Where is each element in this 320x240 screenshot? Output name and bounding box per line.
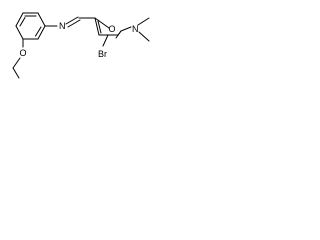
furan-bond xyxy=(94,17,110,29)
benzene-double-bond xyxy=(35,26,42,37)
bromine-label: Br xyxy=(98,49,107,59)
bromine-bond xyxy=(102,34,109,47)
chemical-structure-diagram: N O O Br N xyxy=(12,12,150,79)
structure-canvas: N O O Br N xyxy=(0,0,166,90)
benzene-ring xyxy=(15,12,46,40)
n-methyl-bond xyxy=(137,17,150,26)
imine-double-bond xyxy=(65,16,79,25)
imine-double-bond xyxy=(67,19,81,28)
benzene-bond xyxy=(37,12,46,27)
furan-oxygen-label: O xyxy=(109,24,116,34)
amine-bond xyxy=(120,26,132,32)
furan-double-bond xyxy=(97,20,102,34)
furan-bond xyxy=(94,17,100,36)
ether-oxygen-label: O xyxy=(20,48,27,58)
benzene-bond xyxy=(15,25,24,40)
furan-double-bond xyxy=(115,30,122,39)
furan-ring xyxy=(94,17,122,39)
benzene-bond xyxy=(37,25,46,40)
ethoxy-bond xyxy=(12,67,20,79)
benzene-double-bond xyxy=(19,17,26,27)
ethoxy-bond xyxy=(12,57,21,69)
benzene-bond xyxy=(15,12,24,27)
imine-nitrogen-label: N xyxy=(59,21,66,31)
n-methyl-bond xyxy=(138,31,150,42)
amine-nitrogen-label: N xyxy=(132,24,139,34)
